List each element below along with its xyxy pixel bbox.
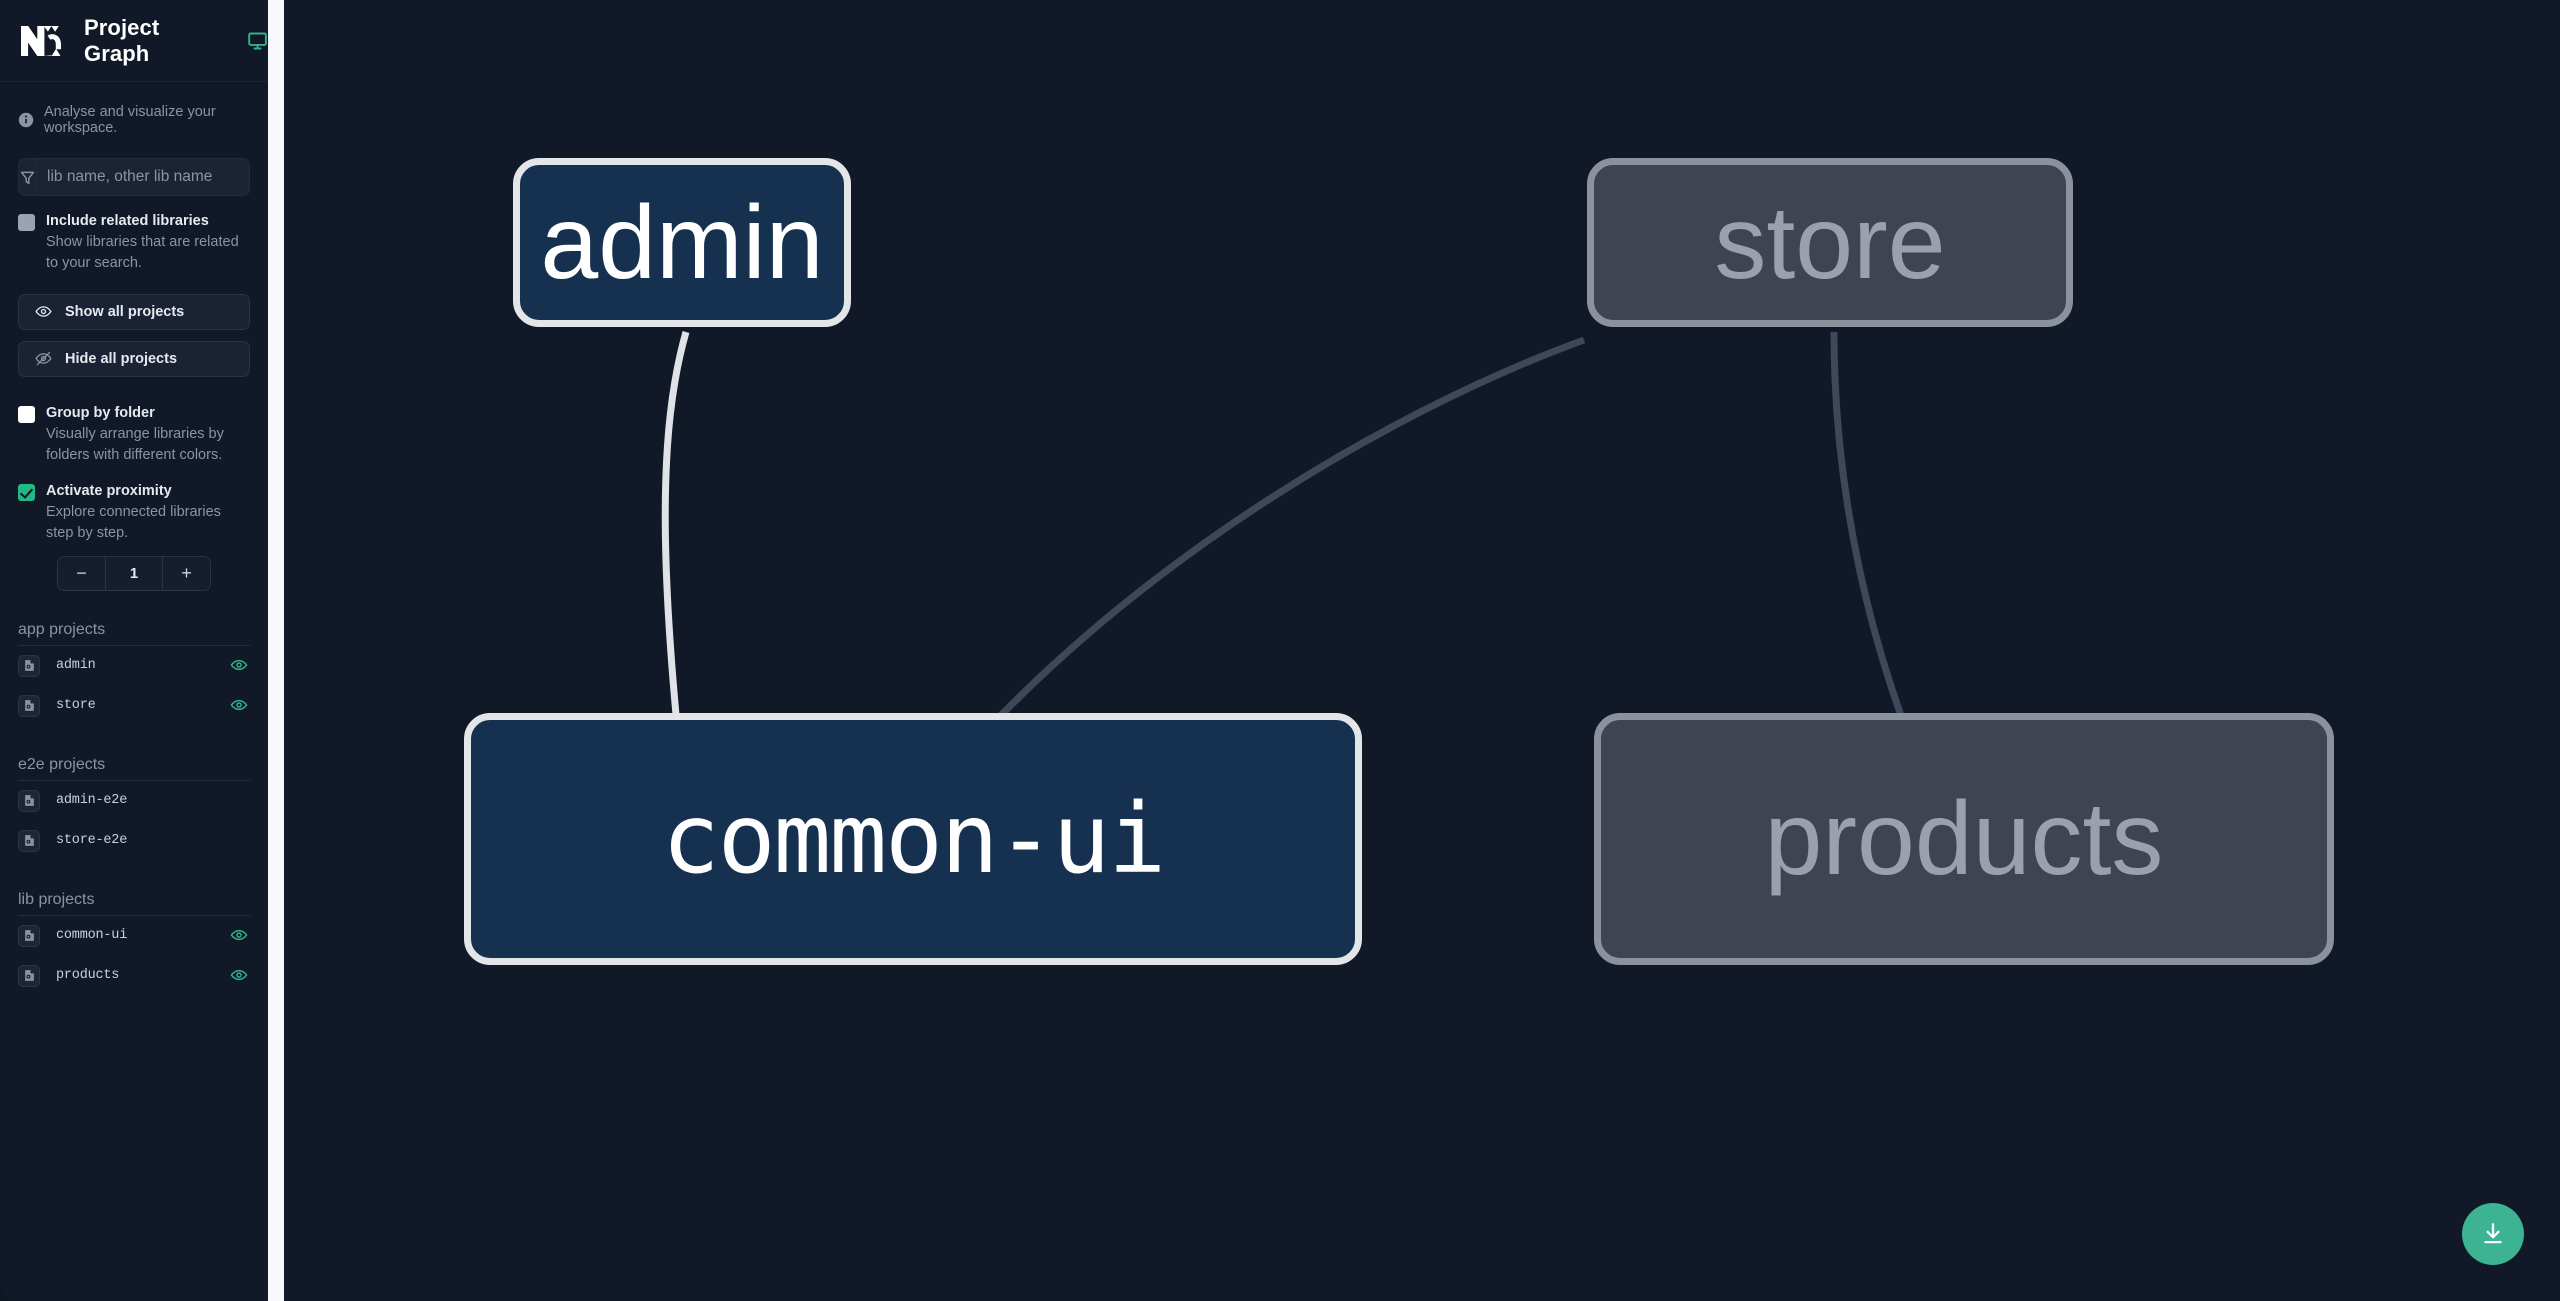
graph-node-products[interactable]: products (1594, 713, 2334, 965)
project-visibility-toggle[interactable] (230, 791, 250, 811)
project-list-item[interactable]: store (0, 686, 268, 726)
show-all-projects-label: Show all projects (65, 303, 185, 320)
project-list-item-label: admin-e2e (56, 793, 128, 809)
project-list-item[interactable]: common-ui (0, 916, 268, 956)
monitor-icon[interactable] (247, 30, 268, 52)
project-group-heading: lib projects (18, 890, 95, 908)
graph-node-label: admin (540, 184, 824, 301)
project-file-icon (24, 700, 34, 712)
graph-node-store[interactable]: store (1587, 158, 2073, 327)
filter-section (0, 136, 268, 196)
nx-logo-icon (21, 25, 61, 56)
project-visibility-toggle[interactable] (230, 656, 250, 676)
eye-icon (35, 306, 52, 318)
project-file-icon (24, 970, 34, 982)
activate-proximity-checkbox[interactable] (18, 483, 35, 501)
project-group-heading: app projects (18, 620, 106, 638)
project-visibility-toggle[interactable] (230, 926, 250, 946)
project-list-item[interactable]: store-e2e (0, 821, 268, 861)
workspace-subtitle: Analyse and visualize your workspace. (0, 82, 268, 136)
project-visibility-toggle[interactable] (230, 966, 250, 986)
include-related-description: Show libraries that are related to your … (46, 233, 239, 271)
option-activate-proximity[interactable]: Activate proximity Explore connected lib… (0, 466, 268, 544)
sidebar: Project Graph Analyse and visualize your… (0, 0, 268, 1301)
include-related-label: Include related libraries (46, 213, 209, 229)
project-icon-chip (18, 654, 40, 677)
project-list-item-label: store (56, 698, 96, 714)
project-group-divider (18, 644, 250, 646)
graph-node-label: common-ui (661, 783, 1166, 895)
activate-proximity-description: Explore connected libraries step by step… (46, 503, 221, 541)
project-list-item[interactable]: admin-e2e (0, 781, 268, 821)
project-icon-chip (18, 964, 40, 987)
project-visibility-eye-icon[interactable] (230, 926, 248, 944)
show-all-projects-button[interactable]: Show all projects (18, 293, 250, 330)
proximity-stepper-wrap: − 1 + (0, 544, 268, 591)
project-visibility-eye-icon[interactable] (230, 696, 248, 714)
project-file-icon (24, 795, 34, 807)
graph-canvas[interactable]: admin store common-ui products (284, 0, 2560, 1301)
project-icon-chip (18, 924, 40, 947)
sidebar-scrollbar[interactable] (268, 0, 284, 1301)
project-visibility-toggle[interactable] (230, 696, 250, 716)
project-file-icon (24, 930, 34, 942)
group-by-folder-description: Visually arrange libraries by folders wi… (46, 425, 224, 463)
proximity-decrement-button[interactable]: − (58, 556, 106, 590)
activate-proximity-label: Activate proximity (46, 482, 172, 499)
proximity-value: 1 (106, 556, 162, 590)
info-icon (18, 112, 34, 128)
project-list-item-label: common-ui (56, 928, 128, 944)
group-by-folder-checkbox[interactable] (18, 405, 35, 423)
project-icon-chip (18, 829, 40, 852)
eye-off-icon (35, 352, 52, 366)
search-input[interactable] (37, 159, 249, 195)
project-group-divider (18, 914, 250, 916)
graph-node-admin[interactable]: admin (513, 158, 851, 327)
filter-icon-cell (19, 159, 37, 195)
hide-all-projects-label: Hide all projects (65, 350, 178, 367)
project-icon-chip (18, 694, 40, 717)
graph-node-common-ui[interactable]: common-ui (464, 713, 1362, 965)
hide-all-projects-button[interactable]: Hide all projects (18, 340, 250, 377)
graph-node-label: products (1764, 781, 2164, 897)
proximity-stepper: − 1 + (57, 555, 211, 591)
project-icon-chip (18, 789, 40, 812)
project-lists: app projects admin store e2e projects ad… (0, 621, 268, 996)
search-box[interactable] (18, 158, 250, 196)
graph-node-label: store (1714, 184, 1946, 301)
project-list-item-label: admin (56, 658, 96, 674)
option-include-related[interactable]: Include related libraries Show libraries… (0, 196, 268, 274)
project-visibility-toggle[interactable] (230, 831, 250, 851)
project-list-item[interactable]: products (0, 956, 268, 996)
project-group-heading: e2e projects (18, 755, 106, 773)
filter-icon (20, 171, 35, 184)
project-group-divider (18, 779, 250, 781)
project-visibility-eye-icon[interactable] (230, 656, 248, 674)
workspace-subtitle-text: Analyse and visualize your workspace. (44, 104, 216, 136)
option-group-by-folder[interactable]: Group by folder Visually arrange librari… (0, 388, 268, 466)
project-file-icon (24, 660, 34, 672)
project-list-item[interactable]: admin (0, 646, 268, 686)
download-graph-button[interactable] (2462, 1203, 2524, 1265)
page-title: Project Graph (84, 14, 160, 66)
project-list-item-label: products (56, 968, 120, 984)
visibility-buttons: Show all projects Hide all projects (0, 274, 268, 377)
sidebar-header: Project Graph (0, 0, 268, 82)
project-list-item-label: store-e2e (56, 833, 128, 849)
download-icon (2484, 1223, 2502, 1244)
group-by-folder-label: Group by folder (46, 404, 155, 421)
include-related-checkbox[interactable] (18, 214, 35, 231)
project-visibility-eye-icon[interactable] (230, 966, 248, 984)
proximity-increment-button[interactable]: + (162, 556, 210, 590)
project-file-icon (24, 835, 34, 847)
